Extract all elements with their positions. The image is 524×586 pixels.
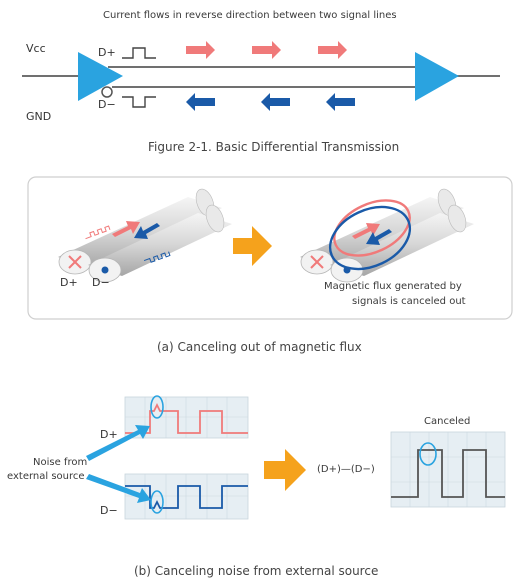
dminus-current-arrows: [186, 93, 355, 111]
dminus-label: D−: [98, 98, 116, 111]
dminus-pulse-icon: [122, 96, 156, 108]
red-arrow-icon: [252, 41, 281, 59]
flux-note-line2: signals is canceled out: [352, 296, 466, 307]
dot-icon: [101, 266, 109, 274]
dplus-current-arrows: [186, 41, 347, 59]
blue-arrow-icon: [366, 229, 392, 245]
red-arrow-icon: [112, 221, 140, 237]
cross-icon: [310, 255, 324, 269]
orange-arrow-icon: [264, 449, 306, 491]
panel-a-dminus-label: D−: [92, 276, 110, 289]
right-cylinders: [300, 188, 474, 283]
noise-label-line1: Noise from: [33, 457, 88, 468]
figure-caption: Figure 2-1. Basic Differential Transmiss…: [148, 140, 400, 154]
noise-arrow-icon: [86, 474, 151, 503]
noise-arrows: [86, 425, 151, 503]
red-arrow-icon: [186, 41, 215, 59]
dplus-pulse-icon: [122, 47, 156, 59]
flux-note-line1: Magnetic flux generated by: [324, 281, 462, 292]
top-note: Current flows in reverse direction betwe…: [103, 10, 397, 21]
panel-b-dplus-label: D+: [100, 428, 118, 441]
left-cylinders: [58, 188, 232, 283]
panel-a-caption: (a) Canceling out of magnetic flux: [157, 340, 362, 354]
blue-arrow-icon: [186, 93, 215, 111]
blue-arrow-icon: [261, 93, 290, 111]
blue-arrow-icon: [326, 93, 355, 111]
cross-icon: [68, 255, 82, 269]
inverter-bubble: [101, 86, 113, 98]
panel-b-dminus-label: D−: [100, 504, 118, 517]
dminus-wave-icon: [143, 251, 171, 263]
panel-b-caption: (b) Canceling noise from external source: [134, 564, 379, 578]
noise-highlight-icon: [150, 395, 164, 419]
vcc-label: Vcc: [26, 42, 46, 55]
canceled-scope: [390, 431, 506, 508]
dminus-signal-trace: [125, 485, 248, 509]
noise-highlight-icon: [419, 442, 437, 466]
gnd-label: GND: [26, 110, 52, 123]
noise-label-line2: external source: [7, 471, 85, 482]
orange-arrow-icon: [233, 226, 272, 266]
noise-highlight-icon: [150, 490, 164, 514]
canceled-label: Canceled: [424, 416, 471, 427]
signal-lines: [22, 66, 500, 88]
blue-flux-loop-icon: [328, 205, 412, 271]
driver-triangle: [78, 52, 123, 101]
difference-formula: (D+)—(D−): [317, 464, 375, 475]
noise-arrow-icon: [86, 425, 150, 461]
dplus-label: D+: [98, 46, 116, 59]
red-arrow-icon: [318, 41, 347, 59]
panel-a-dplus-label: D+: [60, 276, 78, 289]
red-flux-loop-icon: [333, 199, 411, 257]
dplus-wave-icon: [85, 225, 111, 240]
blue-arrow-icon: [134, 223, 160, 239]
dplus-signal-trace: [125, 402, 248, 434]
canceled-signal-trace: [391, 449, 505, 498]
receiver-triangle: [415, 52, 459, 101]
